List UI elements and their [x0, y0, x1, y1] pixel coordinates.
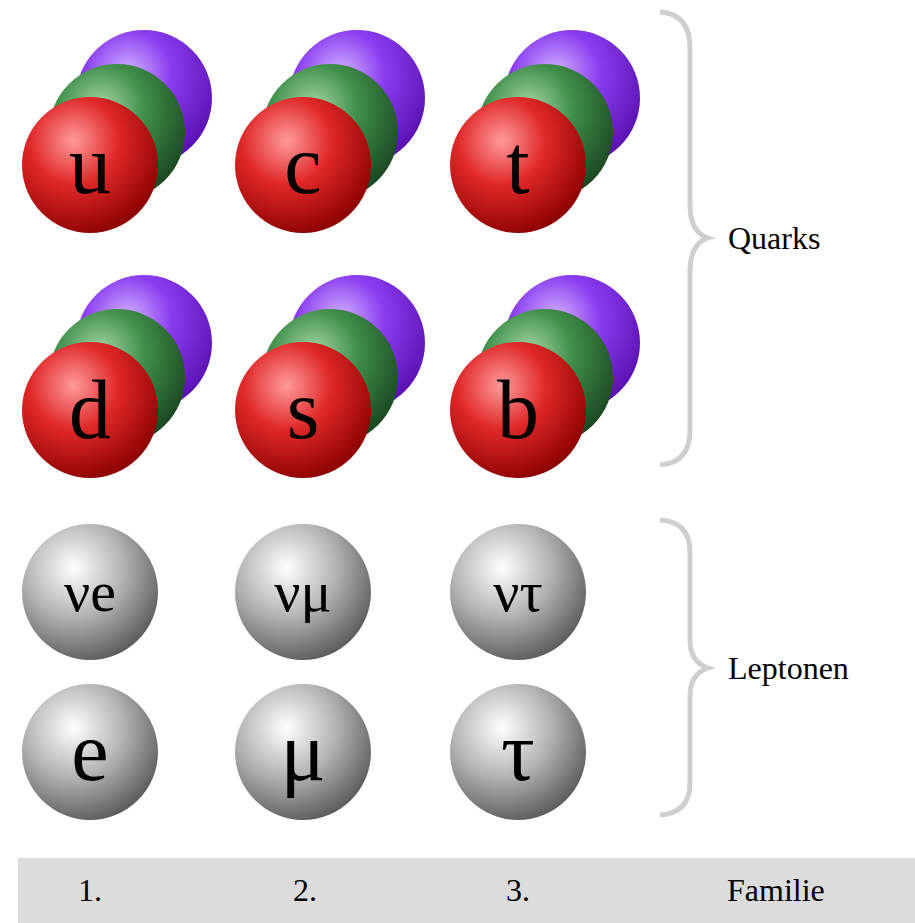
lepton-sphere: τ	[450, 684, 586, 820]
quark-sphere: u	[22, 97, 158, 233]
quark-sphere: t	[450, 97, 586, 233]
sphere-fill	[22, 97, 158, 233]
sphere-fill	[450, 342, 586, 478]
group-label: Quarks	[728, 222, 820, 254]
particle-symbol: ντ	[493, 563, 543, 621]
symbol-holder: e	[22, 684, 158, 820]
sphere-fill	[22, 524, 158, 660]
particle-symbol: s	[287, 368, 320, 452]
particle-symbol: τ	[501, 710, 535, 794]
particle-symbol: t	[506, 123, 529, 207]
sphere-fill	[22, 684, 158, 820]
symbol-holder: s	[235, 342, 371, 478]
sphere-fill	[235, 97, 371, 233]
family-number: 3.	[506, 874, 530, 906]
quark-sphere: d	[22, 342, 158, 478]
family-number: 1.	[78, 874, 102, 906]
symbol-holder: νμ	[235, 524, 371, 660]
sphere-fill	[450, 97, 586, 233]
symbol-holder: ντ	[450, 524, 586, 660]
symbol-holder: d	[22, 342, 158, 478]
sphere-fill	[450, 524, 586, 660]
quark-bracket	[660, 12, 708, 465]
lepton-bracket	[660, 520, 708, 815]
particle-symbol: c	[284, 123, 321, 207]
particle-symbol: d	[69, 368, 111, 452]
group-label: Leptonen	[728, 652, 849, 684]
particle-symbol: νe	[64, 563, 116, 621]
family-bar	[18, 858, 915, 923]
quark-sphere: c	[235, 97, 371, 233]
particle-symbol: μ	[280, 710, 325, 794]
sphere-fill	[235, 342, 371, 478]
particle-symbol: e	[71, 710, 108, 794]
quark-sphere: s	[235, 342, 371, 478]
lepton-sphere: νμ	[235, 524, 371, 660]
symbol-holder: τ	[450, 684, 586, 820]
lepton-sphere: e	[22, 684, 158, 820]
lepton-sphere: νe	[22, 524, 158, 660]
lepton-sphere: μ	[235, 684, 371, 820]
sphere-fill	[22, 342, 158, 478]
symbol-holder: b	[450, 342, 586, 478]
symbol-holder: c	[235, 97, 371, 233]
particle-symbol: b	[497, 368, 539, 452]
particle-symbol: νμ	[274, 563, 331, 621]
family-number: 2.	[293, 874, 317, 906]
symbol-holder: νe	[22, 524, 158, 660]
sphere-fill	[235, 524, 371, 660]
sphere-fill	[235, 684, 371, 820]
sphere-fill	[450, 684, 586, 820]
symbol-holder: μ	[235, 684, 371, 820]
quark-sphere: b	[450, 342, 586, 478]
lepton-sphere: ντ	[450, 524, 586, 660]
axis-label: Familie	[727, 874, 825, 906]
symbol-holder: t	[450, 97, 586, 233]
particle-symbol: u	[69, 123, 111, 207]
symbol-holder: u	[22, 97, 158, 233]
